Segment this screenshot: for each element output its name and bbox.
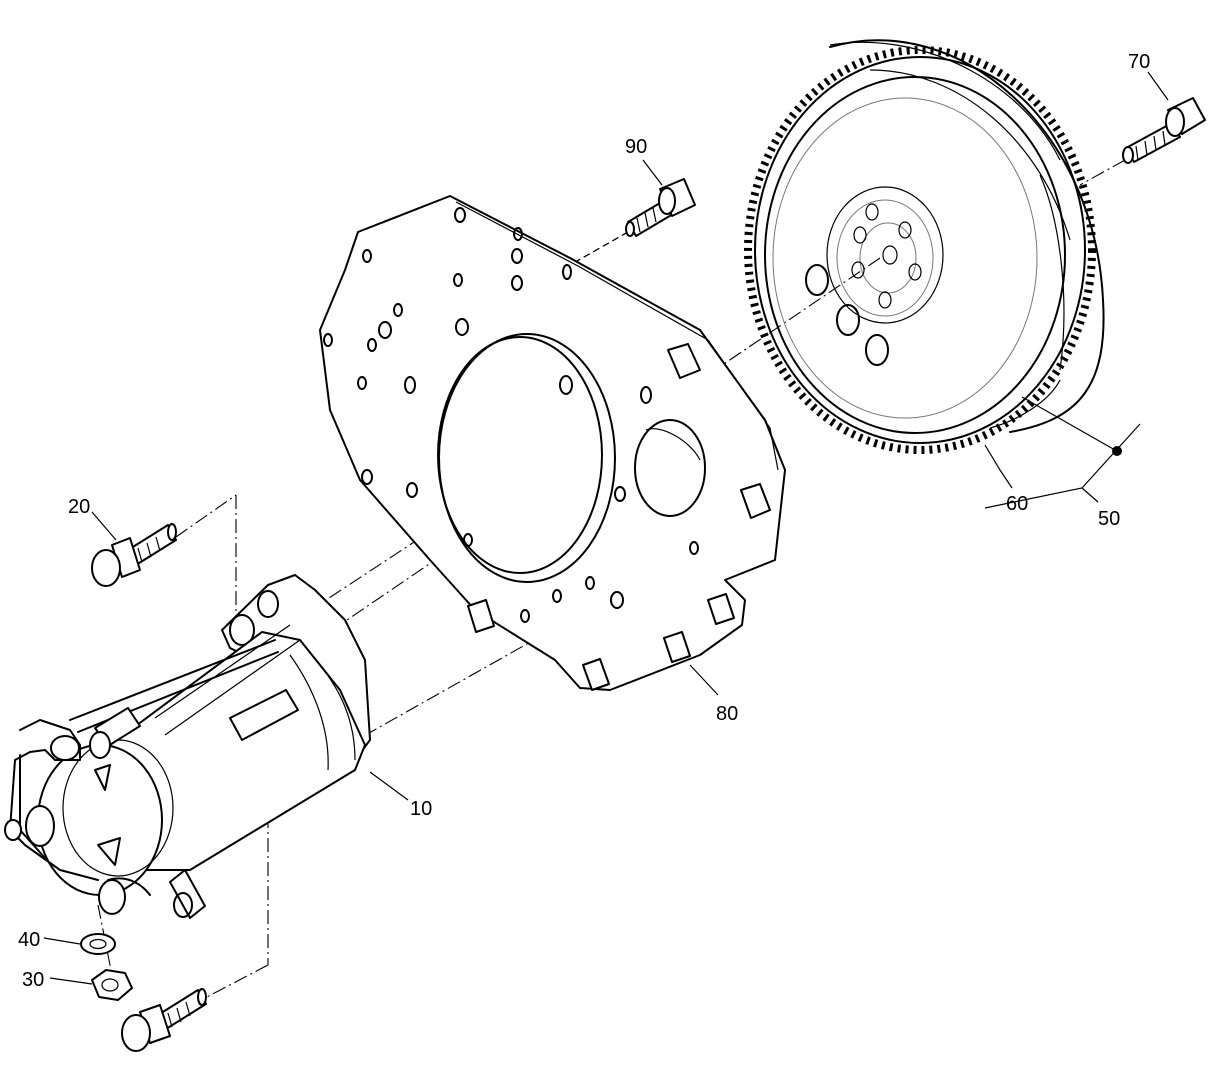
starter-bolt-upper <box>91 523 177 587</box>
engine-plate <box>319 195 786 691</box>
starter-motor <box>4 574 371 919</box>
starter-bolt-lower <box>121 988 207 1052</box>
nut <box>91 969 133 1001</box>
callout-30: 30 <box>22 969 44 991</box>
callout-80: 80 <box>716 703 738 725</box>
callout-90: 90 <box>625 136 647 158</box>
leader-lines <box>43 71 1169 985</box>
flywheel-bolt <box>1122 97 1206 164</box>
reference-dot-icon <box>1112 446 1122 456</box>
callout-10: 10 <box>410 798 432 820</box>
callout-40: 40 <box>18 929 40 951</box>
plate-bolt <box>625 178 696 237</box>
callout-labels: 70 90 20 60 50 80 10 40 30 <box>18 51 1150 991</box>
flywheel <box>744 39 1105 454</box>
callout-70: 70 <box>1128 51 1150 73</box>
lock-washer <box>80 933 116 955</box>
callout-20: 20 <box>68 496 90 518</box>
callout-50: 50 <box>1098 508 1120 530</box>
callout-60: 60 <box>1006 493 1028 515</box>
